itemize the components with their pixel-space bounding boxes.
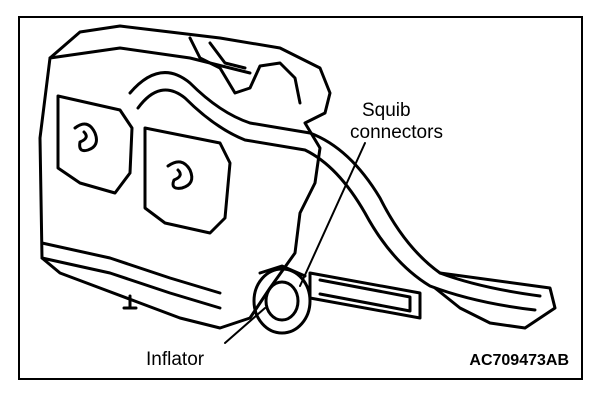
lower-rail — [40, 241, 222, 295]
squib-connectors-label: Squib connectors — [350, 100, 443, 143]
left-panel — [56, 94, 134, 195]
inflator-leader — [224, 307, 266, 344]
housing-top-edge — [48, 46, 252, 75]
connector-plate — [308, 271, 422, 320]
squib-leader — [299, 142, 366, 287]
inflator-body — [252, 267, 312, 335]
harness-strap — [128, 71, 542, 298]
bolt — [122, 294, 138, 310]
top-bracket — [188, 36, 302, 105]
hook-center — [166, 160, 194, 190]
figure-frame: Squib connectors Inflator AC709473AB — [18, 16, 583, 380]
figure-code: AC709473AB — [469, 352, 569, 369]
hook-left — [73, 122, 98, 153]
strap-end — [433, 271, 557, 330]
center-panel — [143, 126, 232, 235]
inflator-label: Inflator — [146, 349, 205, 370]
housing-outline — [38, 24, 332, 330]
airbag-module-illustration — [38, 24, 557, 344]
